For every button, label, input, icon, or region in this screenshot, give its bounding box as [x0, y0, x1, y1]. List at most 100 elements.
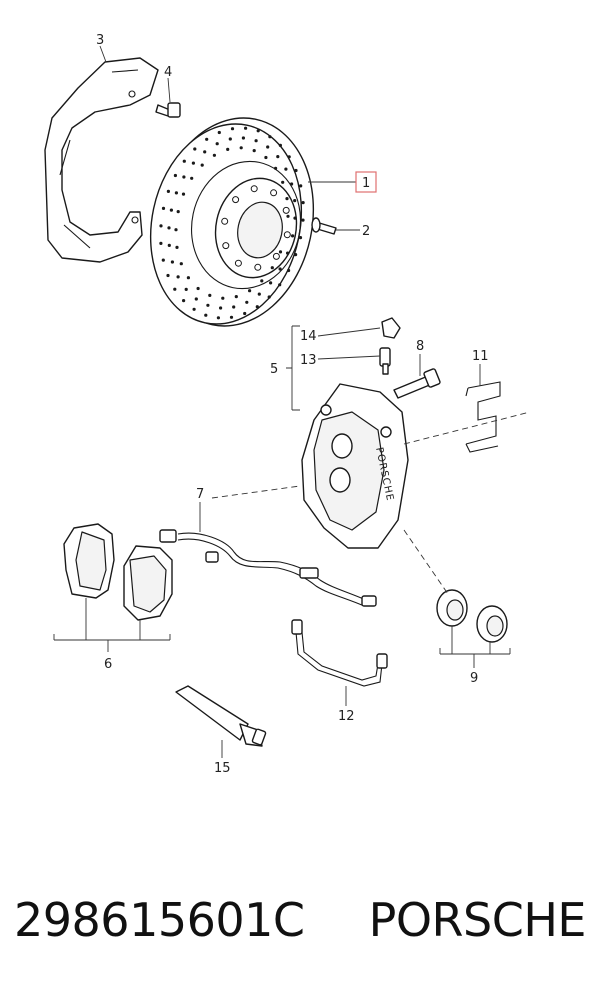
disc-drill-hole [217, 130, 221, 135]
callout-2: 2 [362, 224, 370, 239]
disc-drill-hole [252, 149, 256, 153]
bleeder-valve [379, 347, 391, 375]
disc-drill-hole [239, 146, 243, 150]
disc-drill-hole [186, 276, 190, 280]
disc-drill-hole [254, 139, 258, 143]
disc-drill-hole [269, 281, 273, 285]
disc-drill-hole [166, 273, 170, 278]
disc-drill-hole [216, 316, 220, 320]
disc-drill-hole [167, 243, 171, 247]
disc-drill-hole [256, 129, 260, 133]
disc-drill-hole [264, 155, 268, 160]
disc-drill-hole [301, 218, 305, 222]
disc-drill-hole [294, 253, 298, 257]
disc-drill-hole [192, 307, 196, 311]
disc-drill-hole [184, 287, 188, 291]
disc-drill-hole [234, 295, 238, 299]
disc-drill-hole [284, 167, 288, 171]
disc-drill-hole [221, 296, 225, 300]
piston-seals [436, 589, 508, 643]
pad-spring-clip [465, 381, 501, 453]
disc-drill-hole [182, 175, 186, 179]
disc-drill-hole [179, 262, 183, 266]
caliper-bolt [393, 368, 441, 399]
brand-name: PORSCHE [368, 893, 587, 947]
disc-drill-hole [173, 287, 177, 291]
callout-8: 8 [416, 339, 424, 354]
disc-bolt-hole [270, 189, 278, 197]
disc-drill-hole [255, 305, 259, 309]
disc-drill-hole [298, 236, 303, 240]
brake-pads [63, 523, 173, 621]
disc-drill-hole [181, 192, 186, 196]
disc-drill-hole [230, 127, 235, 131]
disc-drill-hole [215, 142, 219, 146]
disc-drill-hole [166, 189, 170, 193]
disc-drill-hole [241, 136, 245, 140]
disc-bolt-hole [250, 185, 258, 193]
disc-drill-hole [169, 208, 173, 212]
disc-drill-hole [206, 303, 210, 307]
disc-drill-hole [228, 137, 232, 141]
disc-drill-hole [194, 297, 198, 301]
disc-bolt-hole [254, 263, 262, 271]
disc-drill-hole [278, 283, 282, 287]
callout-4: 4 [164, 65, 172, 80]
callout-13: 13 [300, 353, 317, 368]
disc-drill-hole [243, 311, 247, 316]
disc-drill-hole [260, 279, 264, 283]
disc-drill-hole [208, 293, 212, 297]
disc-drill-hole [191, 161, 195, 165]
disc-drill-hole [281, 180, 285, 184]
disc-drill-hole [278, 250, 283, 254]
footer: 298615601C PORSCHE [0, 880, 600, 960]
disc-drill-hole [244, 126, 248, 130]
disc-bolt-hole [234, 259, 242, 267]
disc-drill-hole [174, 191, 178, 195]
callout-6: 6 [104, 657, 112, 672]
disc-drill-hole [287, 268, 291, 273]
brake-caliper: PORSCHE [301, 383, 409, 549]
callout-9: 9 [470, 671, 478, 686]
disc-bolt-hole [283, 231, 291, 239]
disc-drill-hole [270, 266, 274, 270]
callout-11: 11 [472, 349, 489, 364]
disc-drill-hole [174, 228, 178, 232]
callout-12: 12 [338, 709, 355, 724]
disc-drill-hole [196, 286, 200, 291]
assembly-line-upper [403, 411, 531, 445]
disc-drill-hole [226, 147, 230, 151]
callout-14: 14 [300, 329, 317, 344]
callout-1: 1 [362, 176, 370, 191]
disc-drill-hole [182, 159, 186, 163]
disc-drill-hole [299, 184, 303, 188]
bleeder-cap [381, 317, 401, 339]
callout-1-highlight [355, 171, 377, 193]
disc-drill-hole [278, 267, 282, 271]
disc-drill-hole [287, 155, 291, 159]
callout-7: 7 [196, 487, 204, 502]
disc-bolt-hole [222, 242, 230, 250]
disc-drill-hole [293, 199, 297, 203]
disc-drill-hole [245, 300, 249, 304]
disc-drill-hole [291, 234, 295, 238]
disc-bolt-hole [282, 206, 290, 214]
disc-drill-hole [232, 305, 236, 309]
disc-drill-hole [248, 289, 252, 293]
disc-drill-hole [301, 201, 305, 205]
disc-drill-hole [161, 258, 165, 262]
callout-5: 5 [270, 362, 278, 377]
disc-drill-hole [182, 299, 186, 303]
disc-drill-hole [212, 153, 216, 157]
disc-drill-hole [200, 163, 204, 167]
disc-drill-hole [268, 135, 272, 139]
brake-parts-diagram: PORSCHE [44, 33, 531, 776]
disc-drill-hole [190, 176, 194, 180]
disc-drill-hole [176, 210, 180, 214]
disc-drill-hole [286, 214, 290, 218]
disc-drill-hole [203, 150, 207, 154]
disc-drill-hole [170, 260, 174, 264]
disc-drill-hole [276, 155, 280, 159]
callout-3: 3 [96, 33, 104, 48]
disc-bolt-hole [221, 217, 229, 225]
